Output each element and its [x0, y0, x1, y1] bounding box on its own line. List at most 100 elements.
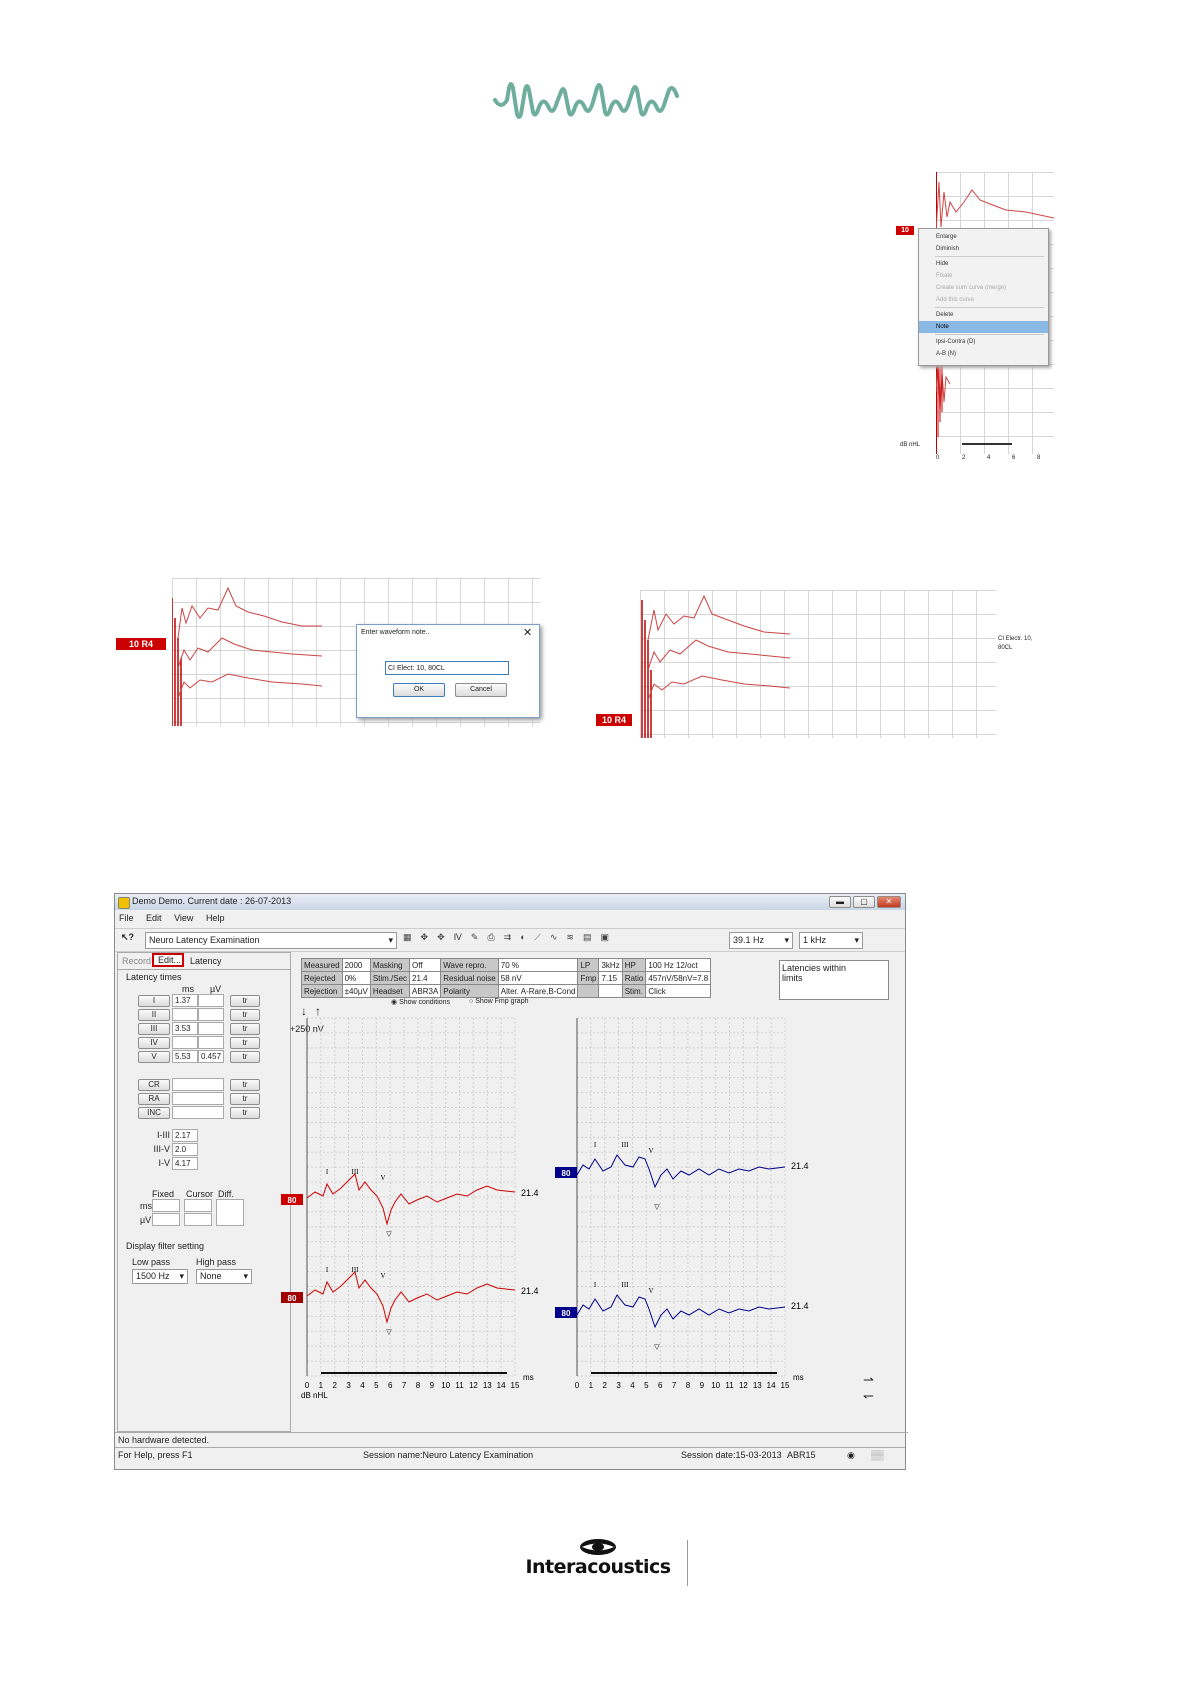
move-down-icon[interactable]: ✥ — [437, 932, 454, 942]
peak-uv-field[interactable] — [198, 1008, 224, 1021]
menu-item[interactable]: Ipsi-Contra (D) — [936, 339, 976, 345]
result-waveforms — [641, 594, 791, 738]
minimize-button[interactable]: ▬ — [829, 896, 851, 908]
save-icon[interactable]: ▣ — [600, 932, 618, 942]
lowpass-select[interactable]: 1500 Hz ▾ — [132, 1269, 188, 1284]
tab-latency[interactable]: Latency — [190, 956, 222, 966]
note-input[interactable]: CI Elect: 10, 80CL — [385, 661, 509, 675]
fixed-uv-field[interactable] — [152, 1213, 180, 1226]
highpass-select[interactable]: None ▾ — [196, 1269, 252, 1284]
peak-button[interactable]: IV — [138, 1037, 170, 1049]
cancel-button[interactable]: Cancel — [455, 683, 507, 697]
scale-up-icon[interactable]: ↑ — [315, 1004, 321, 1018]
peak-tr-button[interactable]: tr — [230, 1051, 260, 1063]
extra-tr-button[interactable]: tr — [230, 1107, 260, 1119]
edit-icon[interactable]: ✎ — [470, 932, 488, 942]
peak-ms-field[interactable] — [172, 1036, 198, 1049]
resize-grip-icon[interactable]: ▒▒ — [871, 1450, 884, 1460]
scale-down-icon[interactable]: ↓ — [301, 1004, 307, 1018]
peak-tr-button[interactable]: tr — [230, 1023, 260, 1035]
cursor-ms-field[interactable] — [184, 1199, 212, 1212]
peak-uv-field[interactable] — [198, 1022, 224, 1035]
latency-note: Latencies within limits — [779, 960, 889, 1000]
result-curve-marker[interactable]: 10 R4 — [596, 714, 632, 726]
ok-button[interactable]: OK — [393, 683, 445, 697]
filter-value: 39.1 Hz — [733, 935, 765, 945]
context-menu-curve-marker[interactable]: 10 — [896, 226, 914, 235]
menu-help[interactable]: Help — [205, 913, 225, 923]
peak-marker: V — [648, 1287, 653, 1295]
show-fmp-radio[interactable]: ○ Show Fmp graph — [469, 998, 529, 1005]
extra-field[interactable] — [172, 1092, 224, 1105]
menu-item[interactable]: Diminish — [936, 246, 960, 252]
peak-uv-field[interactable] — [198, 994, 224, 1007]
peak-tr-button[interactable]: tr — [230, 1009, 260, 1021]
grid-icon[interactable]: ▦ — [403, 932, 421, 942]
menu-item[interactable]: Enlarge — [936, 234, 957, 240]
menu-view[interactable]: View — [174, 913, 194, 923]
print-icon[interactable]: ⎙ — [487, 932, 504, 942]
peak-uv-field[interactable]: 0.457 — [198, 1050, 224, 1063]
peak-ms-field[interactable]: 3.53 — [172, 1022, 198, 1035]
tab-record[interactable]: Record — [122, 956, 152, 966]
fixed-ms-field[interactable] — [152, 1199, 180, 1212]
filter-select[interactable]: 39.1 Hz ▾ — [729, 932, 793, 949]
extra-button[interactable]: CR — [138, 1079, 170, 1091]
peak-tr-button[interactable]: tr — [230, 1037, 260, 1049]
menu-item[interactable]: A-B (N) — [936, 351, 956, 357]
dialog-curve-marker[interactable]: 10 R4 — [116, 638, 166, 650]
waveform-active-icon[interactable]: ≋ — [566, 932, 583, 942]
extra-button[interactable]: RA — [138, 1093, 170, 1105]
maximize-button[interactable]: ▢ — [853, 896, 875, 908]
extra-tr-button[interactable]: tr — [230, 1093, 260, 1105]
condition-cell: Wave repro. — [440, 958, 499, 972]
stim-freq-select[interactable]: 1 kHz ▾ — [799, 932, 863, 949]
condition-cell: Click — [645, 984, 712, 998]
extra-button[interactable]: INC — [138, 1107, 170, 1119]
help-pointer-icon[interactable]: ↖? — [121, 932, 135, 942]
stim-rate-label: 21.4 — [521, 1188, 539, 1198]
peak-button[interactable]: III — [138, 1023, 170, 1035]
peak-ms-field[interactable]: 1.37 — [172, 994, 198, 1007]
diff-field[interactable] — [216, 1199, 244, 1226]
extra-field[interactable] — [172, 1078, 224, 1091]
condition-cell: Ratio — [621, 971, 647, 985]
stim-rate-label: 21.4 — [791, 1301, 809, 1311]
peak-tr-button[interactable]: tr — [230, 995, 260, 1007]
ci-icon[interactable]: ◐ — [520, 932, 535, 942]
close-icon[interactable]: ✕ — [523, 627, 533, 639]
show-conditions-radio[interactable]: ◉ Show conditions — [391, 999, 451, 1006]
peak-ms-field[interactable]: 5.53 — [172, 1050, 198, 1063]
chart-icon[interactable]: ⟋ — [534, 932, 550, 942]
move-up-icon[interactable]: ✥ — [420, 932, 438, 942]
menu-edit[interactable]: Edit — [146, 913, 162, 923]
tab-edit[interactable]: Edit... — [152, 953, 184, 967]
close-button[interactable]: ✕ — [877, 896, 901, 908]
peak-button[interactable]: I — [138, 995, 170, 1007]
protocol-select[interactable]: Neuro Latency Examination ▾ — [145, 932, 397, 949]
waveform-icon[interactable]: ∿ — [549, 932, 567, 942]
report-icon[interactable]: ▤ — [582, 932, 601, 942]
condition-cell — [598, 984, 623, 998]
condition-cell: 70 % — [497, 958, 579, 972]
menu-separator — [935, 334, 1044, 335]
context-menu-tick: 2 — [962, 455, 966, 461]
peak-uv-field[interactable] — [198, 1036, 224, 1049]
menu-file[interactable]: File — [119, 913, 134, 923]
menu-item[interactable]: Note — [919, 321, 1048, 333]
peak-button[interactable]: V — [138, 1051, 170, 1063]
menu-item[interactable]: Hide — [936, 261, 949, 267]
extra-field[interactable] — [172, 1106, 224, 1119]
peak-button[interactable]: II — [138, 1009, 170, 1021]
menu-item[interactable]: Delete — [936, 312, 954, 318]
extra-tr-button[interactable]: tr — [230, 1079, 260, 1091]
peak-ms-field[interactable] — [172, 1008, 198, 1021]
right-arrow-icon[interactable]: ⇀ — [863, 1372, 874, 1387]
left-arrow-icon[interactable]: ↽ — [863, 1388, 874, 1403]
menu-separator — [935, 307, 1044, 308]
cursor-uv-field[interactable] — [184, 1213, 212, 1226]
x-tick-label: 8 — [686, 1381, 691, 1390]
share-icon[interactable]: ⇉ — [503, 932, 521, 942]
iv-icon[interactable]: Ⅳ — [453, 932, 471, 942]
